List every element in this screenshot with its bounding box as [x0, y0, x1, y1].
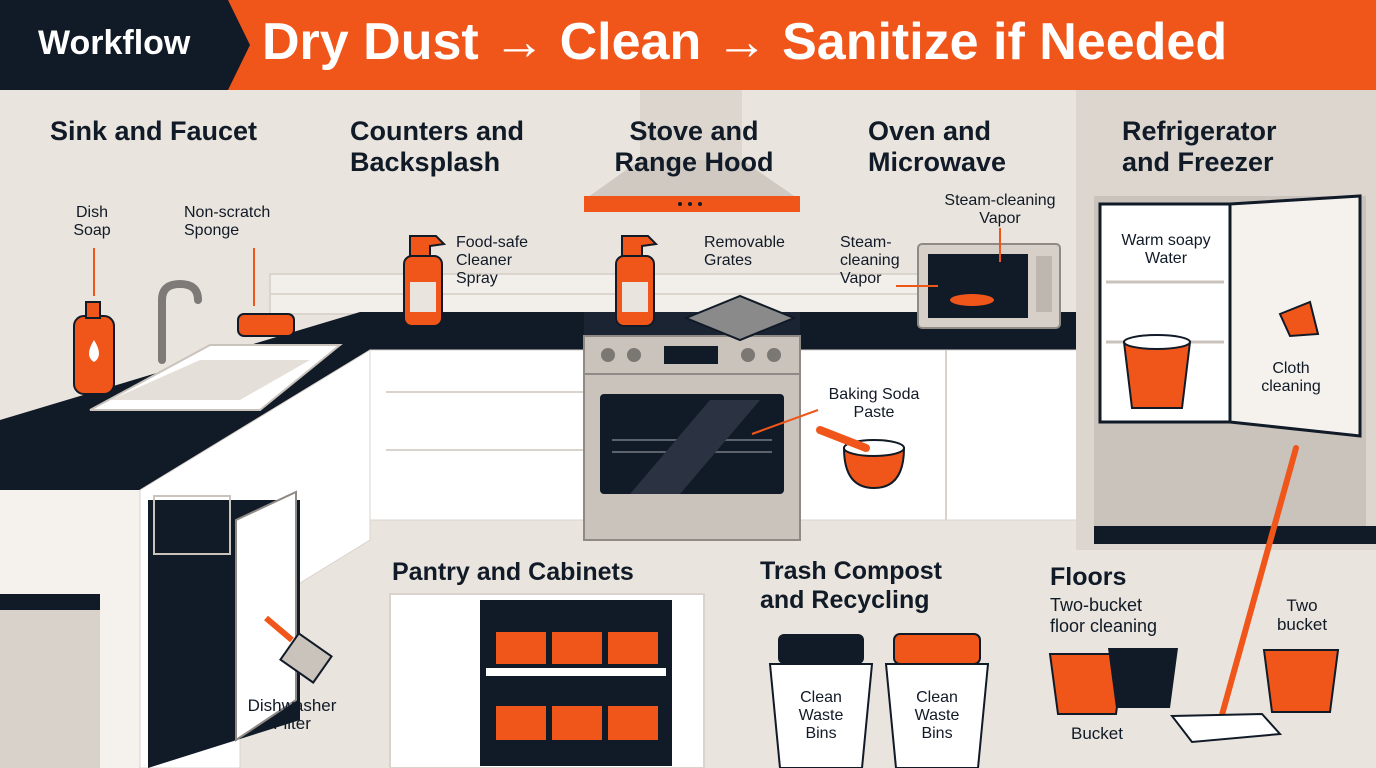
bin-left-label: Clean Waste Bins [798, 689, 844, 742]
sink-icon [89, 344, 343, 411]
trash-bin-icon [768, 633, 990, 768]
pantry-title: Pantry and Cabinets [392, 558, 634, 586]
fridge-bucket-icon [1122, 334, 1192, 409]
header-title: Dry Dust → Clean → Sanitize if Needed [262, 13, 1228, 71]
mop-icon [1170, 445, 1299, 744]
paste-bowl-icon [816, 426, 906, 490]
workflow-badge [0, 0, 250, 90]
cloth-icon [1278, 300, 1320, 338]
paste-label: Baking Soda Paste [828, 386, 920, 421]
microwave-icon [917, 243, 1061, 329]
sponge-label: Non-scratch Sponge [184, 204, 271, 239]
cloth-label: Cloth cleaning [1261, 360, 1321, 395]
filter-label: Dishwasher Filter [247, 696, 337, 733]
floors-title: Floors [1050, 563, 1127, 591]
grate-icon [683, 294, 797, 342]
stove-spray-icon [615, 235, 659, 327]
vapor-top-label: Steam-cleaning Vapor [944, 192, 1056, 227]
refrigerator-icon [1076, 90, 1376, 550]
dish-soap-icon [73, 301, 115, 395]
bucket-label: Bucket [1071, 724, 1123, 743]
trash-title: Trash Compost and Recycling [760, 557, 942, 614]
sponge-icon [237, 313, 295, 337]
bin-right-label: Clean Waste Bins [914, 689, 960, 742]
counters-title: Counters and Backsplash [350, 116, 525, 177]
floors-subtitle: Two-bucket floor cleaning [1050, 595, 1158, 636]
filter-icon [279, 632, 333, 684]
stove-title: Stove and Range Hood [614, 116, 774, 177]
bucket-icon [1048, 648, 1340, 715]
fridge-title: Refrigerator and Freezer [1122, 116, 1277, 177]
faucet-icon [158, 279, 202, 364]
range-hood-icon [584, 90, 800, 212]
oven-title: Oven and Microwave [868, 116, 1007, 177]
water-label: Warm soapy Water [1121, 232, 1211, 267]
dish-soap-label: Dish Soap [73, 204, 111, 239]
grates-label: Removable Grates [704, 234, 785, 269]
workflow-label: Workflow [38, 24, 191, 62]
vapor-side-label: Steam- cleaning Vapor [840, 234, 900, 287]
pantry-icon [389, 593, 705, 768]
sink-title: Sink and Faucet [50, 116, 258, 146]
spray-bottle-icon [403, 235, 447, 327]
backsplash-tiles [269, 273, 921, 315]
two-bucket-label: Two bucket [1276, 596, 1328, 634]
dishwasher-icon [148, 490, 300, 768]
spray-label: Food-safe Cleaner Spray [456, 234, 529, 287]
oven-icon [600, 394, 784, 494]
